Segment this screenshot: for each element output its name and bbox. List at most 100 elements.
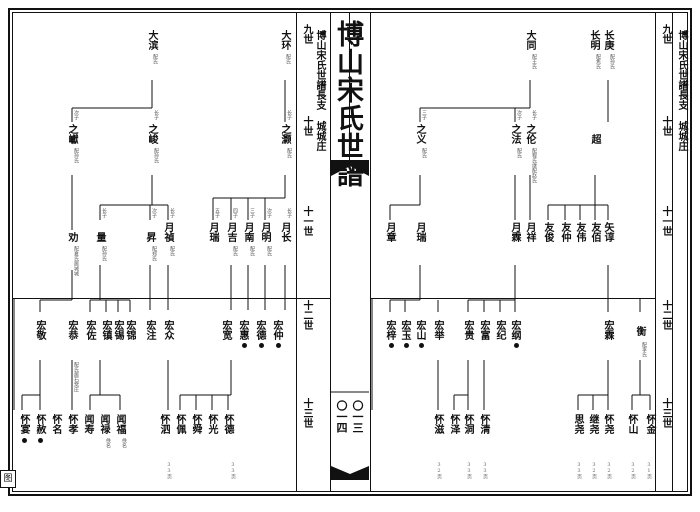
volume-ref: 33页 xyxy=(482,462,488,479)
person-yuerui-r: 月瑞 xyxy=(414,222,425,242)
person-yuelin: 月霖 xyxy=(509,222,520,242)
person-dahuan: 大环 xyxy=(279,30,290,50)
person-yueji-note: 配氏 xyxy=(232,246,238,256)
gen-column-right-border xyxy=(655,12,656,492)
person-zhifa-rel: 次子 xyxy=(516,110,522,120)
person-hongde: 宏德 xyxy=(254,320,265,340)
volume-ref: 33页 xyxy=(466,462,472,479)
person-sheng: 昇 xyxy=(144,232,155,242)
line-end-dot xyxy=(242,343,247,348)
person-hongju: 宏举 xyxy=(432,320,443,340)
person-huaizi: 怀滋 xyxy=(432,414,443,434)
person-heng-note: 配李氏 xyxy=(641,342,647,357)
person-zhihao: 之灏 xyxy=(279,124,290,144)
person-huaishun: 怀舜 xyxy=(190,414,201,434)
person-yuechang-rel: 长子 xyxy=(286,208,292,218)
line-end-dot xyxy=(389,343,394,348)
volume-ref: 32页 xyxy=(630,462,636,479)
gen-label-13-left: 十三世 xyxy=(301,398,312,428)
person-hongfu: 宏富 xyxy=(478,320,489,340)
person-yuerui: 月瑞 xyxy=(207,222,218,242)
person-huaiguang: 怀光 xyxy=(206,414,217,434)
volume-ref: 31页 xyxy=(646,462,652,479)
person-hongkuan: 宏宽 xyxy=(220,320,231,340)
person-hongzuo: 宏佐 xyxy=(84,320,95,340)
person-sheng-rel: 次子 xyxy=(151,208,157,218)
spine-left-border xyxy=(330,12,331,492)
outer-frame xyxy=(8,8,692,496)
person-shizhun: 矢谆 xyxy=(602,222,613,242)
person-huaidong: 怀洞 xyxy=(462,414,473,434)
gen-label-9-left: 九世 xyxy=(301,24,312,44)
spine-center-line xyxy=(349,12,350,164)
inner-frame xyxy=(12,12,688,492)
person-datong-note: 配王氏 xyxy=(531,54,537,69)
page-number-right: 〇一三 xyxy=(351,400,364,433)
person-hongjing: 宏敬 xyxy=(34,320,45,340)
person-yuexiang: 月祥 xyxy=(524,222,535,242)
person-wenlu: 闻禄 xyxy=(98,414,109,434)
line-end-dot xyxy=(404,343,409,348)
gen-label-12-right: 十二世 xyxy=(660,300,671,330)
person-datong: 大同 xyxy=(524,30,535,50)
person-yuezhang: 月章 xyxy=(384,222,395,242)
line-end-dot xyxy=(22,438,27,443)
person-wenfu-note: 佚名 xyxy=(121,438,127,448)
gen-label-11-left: 十一世 xyxy=(301,206,312,236)
band-separator-left xyxy=(12,298,330,299)
person-zhiyan: 之巘 xyxy=(66,124,77,144)
person-changgeng: 长庚 xyxy=(602,30,613,50)
person-zhiyi-note: 配氏 xyxy=(421,148,427,158)
person-wenfu: 闻福 xyxy=(114,414,125,434)
person-changgeng-note: 配孙氏 xyxy=(609,54,615,69)
subtitle-column-border xyxy=(672,12,673,492)
person-zhiyan-note: 配孙氏 xyxy=(73,148,79,163)
person-huaize: 怀泽 xyxy=(448,414,459,434)
person-sheng-note: 配郑氏 xyxy=(151,246,157,261)
page-number-left: 〇一四 xyxy=(335,400,348,433)
person-dabin: 大滨 xyxy=(146,30,157,50)
volume-ref: 33页 xyxy=(230,462,236,479)
person-liang: 量 xyxy=(94,232,105,242)
person-youbai: 友佰 xyxy=(589,222,600,242)
line-end-dot xyxy=(514,343,519,348)
person-hongzhong: 宏仲 xyxy=(271,320,282,340)
person-huaiming: 怀名 xyxy=(50,414,61,434)
person-yuenan: 月南 xyxy=(242,222,253,242)
person-yuezhen-note: 配氏 xyxy=(169,246,175,256)
volume-ref: 33页 xyxy=(576,462,582,479)
person-honggong-note: 配氏居石窝庄 xyxy=(73,362,79,392)
person-zhifa: 之法 xyxy=(509,124,520,144)
person-zhiyi-rel: 三子 xyxy=(421,110,427,120)
person-youjun: 友俊 xyxy=(542,222,553,242)
person-huaide: 怀德 xyxy=(222,414,233,434)
corner-tab[interactable]: 图 xyxy=(0,470,16,488)
person-yueji-rel: 四子 xyxy=(232,208,238,218)
person-huaipei: 怀佩 xyxy=(174,414,185,434)
person-yuechang: 月长 xyxy=(279,222,290,242)
person-youzhong: 友仲 xyxy=(559,222,570,242)
book-subtitle-left: 博山宋氏世譜長支 城城庄 xyxy=(314,30,325,151)
person-dabin-note: 配氏 xyxy=(152,54,158,64)
person-honglin: 宏霖 xyxy=(602,320,613,340)
person-honghui: 宏惠 xyxy=(237,320,248,340)
person-yuerui-rel: 五子 xyxy=(214,208,220,218)
person-huaisi: 怀泗 xyxy=(158,414,169,434)
person-liang-note: 配孙氏 xyxy=(101,246,107,261)
person-jiyao: 继尧 xyxy=(587,414,598,434)
person-hongshan: 宏山 xyxy=(414,320,425,340)
spine-right-border xyxy=(370,12,371,492)
person-hongyu: 宏玉 xyxy=(399,320,410,340)
person-hongji: 宏纪 xyxy=(494,320,505,340)
person-wenshou: 闻寿 xyxy=(82,414,93,434)
person-huaiqing: 怀清 xyxy=(478,414,489,434)
person-zhihao-rel: 长子 xyxy=(286,110,292,120)
line-end-dot xyxy=(276,343,281,348)
person-hongzhu: 宏注 xyxy=(144,320,155,340)
person-zhilun-note: 配程氏继配赵氏 xyxy=(531,148,537,183)
person-hongjin: 宏锦 xyxy=(124,320,135,340)
volume-ref: 32页 xyxy=(606,462,612,479)
volume-ref: 33页 xyxy=(166,462,172,479)
person-yuezhen-rel: 长子 xyxy=(169,208,175,218)
